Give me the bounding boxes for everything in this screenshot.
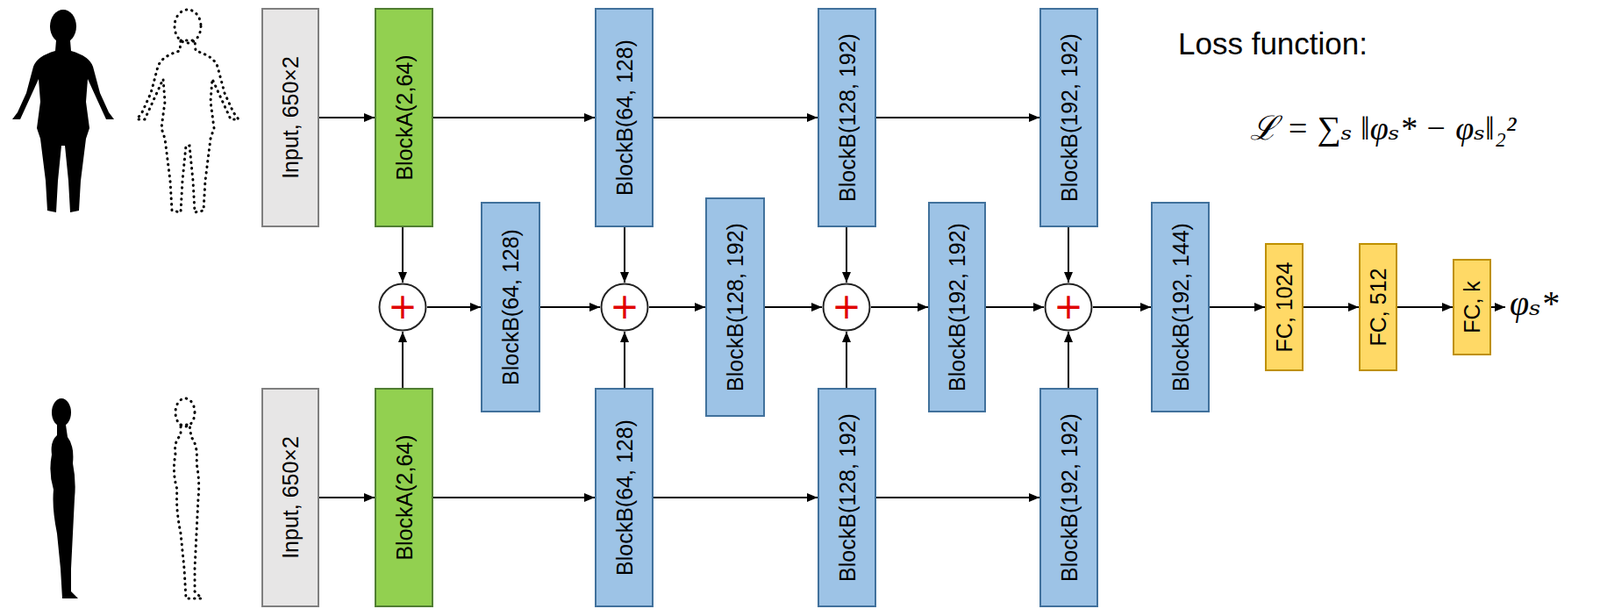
block-label: FC, k bbox=[1459, 280, 1486, 334]
fc-box: FC, 1024 bbox=[1264, 242, 1304, 372]
connector-arrow bbox=[649, 306, 706, 308]
connector-arrow bbox=[433, 496, 595, 499]
block-b-box: BlockB(192, 192) bbox=[1039, 7, 1099, 228]
connector-arrow bbox=[319, 116, 375, 119]
block-label: BlockB(192, 192) bbox=[1056, 413, 1082, 582]
circle-shape bbox=[601, 284, 649, 331]
block-label: BlockB(64, 128) bbox=[498, 228, 524, 386]
connector-arrow bbox=[623, 331, 626, 388]
block-b-box: BlockB(192, 192) bbox=[1039, 387, 1099, 608]
front-contour bbox=[136, 9, 239, 213]
input-box: Input, 650×2 bbox=[261, 387, 320, 608]
connector-arrow bbox=[985, 306, 1044, 308]
sum-circle: + bbox=[600, 282, 650, 332]
connector-arrow bbox=[401, 331, 404, 388]
connector-arrow bbox=[1209, 306, 1265, 308]
output-symbol: φₛ* bbox=[1509, 282, 1559, 324]
connector-arrow bbox=[876, 116, 1040, 119]
block-b-box: BlockB(64, 128) bbox=[594, 7, 654, 228]
block-label: BlockB(192, 192) bbox=[1056, 33, 1082, 202]
circle-shape bbox=[379, 284, 427, 331]
sum-sign: + bbox=[831, 288, 862, 324]
block-label: BlockB(192, 144) bbox=[1167, 222, 1193, 392]
block-b-box: BlockB(64, 128) bbox=[480, 201, 541, 413]
connector-arrow bbox=[1397, 306, 1453, 308]
circle-shape bbox=[1045, 284, 1093, 331]
connector-arrow bbox=[1092, 306, 1151, 308]
loss-heading: Loss function: bbox=[1178, 26, 1368, 62]
block-b-box: BlockB(128, 192) bbox=[817, 387, 877, 608]
connector-arrow bbox=[845, 227, 848, 283]
sum-sign: + bbox=[609, 288, 640, 324]
connector-arrow bbox=[1067, 331, 1070, 388]
block-b-box: BlockB(192, 144) bbox=[1150, 201, 1210, 413]
block-a-box: BlockA(2,64) bbox=[374, 387, 434, 608]
circle-shape bbox=[823, 284, 871, 331]
block-a-box: BlockA(2,64) bbox=[374, 7, 434, 228]
fc-box: FC, 512 bbox=[1358, 242, 1398, 372]
fc-box: FC, k bbox=[1452, 258, 1492, 356]
connector-arrow bbox=[401, 227, 404, 283]
connector-arrow bbox=[764, 306, 822, 308]
block-label: BlockB(64, 128) bbox=[611, 39, 637, 196]
block-label: BlockB(128, 192) bbox=[722, 222, 749, 392]
connector-arrow bbox=[1303, 306, 1359, 308]
sum-circle: + bbox=[1043, 282, 1093, 332]
block-b-box: BlockB(128, 192) bbox=[705, 197, 765, 417]
sum-circle: + bbox=[378, 282, 428, 332]
connector-arrow bbox=[876, 496, 1040, 499]
connector-arrow bbox=[1067, 227, 1070, 283]
connector-arrow bbox=[623, 227, 626, 283]
connector-arrow bbox=[427, 306, 481, 308]
connector-arrow bbox=[653, 496, 818, 499]
input-box: Input, 650×2 bbox=[261, 7, 320, 228]
connector-arrow bbox=[319, 496, 375, 499]
block-b-box: BlockB(128, 192) bbox=[817, 7, 877, 228]
sum-circle: + bbox=[821, 282, 872, 332]
sum-sign: + bbox=[387, 288, 418, 324]
loss-formula: ℒ = ∑ₛ ‖φₛ* − φₛ‖₂² bbox=[1250, 103, 1516, 150]
side-contour bbox=[173, 398, 202, 599]
block-label: FC, 512 bbox=[1365, 268, 1392, 347]
block-label: BlockB(128, 192) bbox=[834, 413, 860, 582]
front-silhouette bbox=[12, 9, 115, 213]
block-b-box: BlockB(192, 192) bbox=[928, 201, 986, 413]
block-label: BlockB(128, 192) bbox=[834, 33, 860, 202]
connector-arrow bbox=[871, 306, 929, 308]
block-label: Input, 650×2 bbox=[278, 56, 304, 179]
side-silhouette bbox=[50, 398, 79, 599]
block-label: BlockA(2,64) bbox=[391, 434, 417, 560]
block-label: Input, 650×2 bbox=[278, 435, 304, 559]
connector-arrow bbox=[540, 306, 600, 308]
connector-arrow bbox=[433, 116, 595, 119]
sum-sign: + bbox=[1053, 288, 1084, 324]
block-label: FC, 1024 bbox=[1271, 262, 1298, 353]
block-label: BlockB(192, 192) bbox=[944, 222, 971, 392]
block-b-box: BlockB(64, 128) bbox=[594, 387, 654, 608]
connector-arrow bbox=[653, 116, 818, 119]
connector-arrow bbox=[845, 331, 848, 388]
output-arrow bbox=[1491, 306, 1506, 308]
block-label: BlockA(2,64) bbox=[391, 54, 417, 180]
block-label: BlockB(64, 128) bbox=[611, 419, 637, 576]
